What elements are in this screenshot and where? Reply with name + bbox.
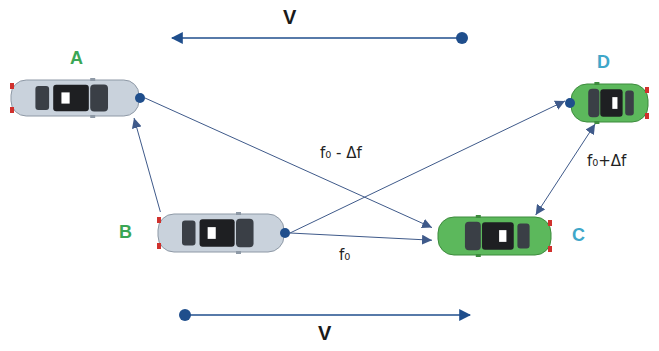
signal-arrow <box>290 233 432 240</box>
car: D <box>565 82 651 124</box>
car-label: B <box>119 222 132 242</box>
car-illustration <box>8 78 145 118</box>
velocity-dot <box>456 32 468 44</box>
signal-arrow <box>134 118 160 212</box>
car: B <box>155 212 290 254</box>
car-label: D <box>597 52 610 72</box>
car-label: A <box>70 48 83 68</box>
frequency-label: f₀+Δf <box>585 152 628 170</box>
frequency-label: f₀ <box>337 246 352 264</box>
velocity-label: V <box>283 6 296 28</box>
car-illustration <box>432 215 554 257</box>
velocity-arrow <box>172 37 462 39</box>
velocity-label: V <box>318 322 331 344</box>
car-illustration <box>565 82 651 124</box>
car-label: C <box>572 225 585 245</box>
car-illustration <box>155 212 290 254</box>
velocity-dot <box>179 309 191 321</box>
car: C <box>432 215 554 257</box>
velocity-arrow <box>185 314 470 316</box>
signal-arrow <box>290 101 565 233</box>
frequency-label: f₀ - Δf <box>318 144 364 162</box>
car: A <box>8 78 145 118</box>
signal-arrow <box>145 98 432 228</box>
